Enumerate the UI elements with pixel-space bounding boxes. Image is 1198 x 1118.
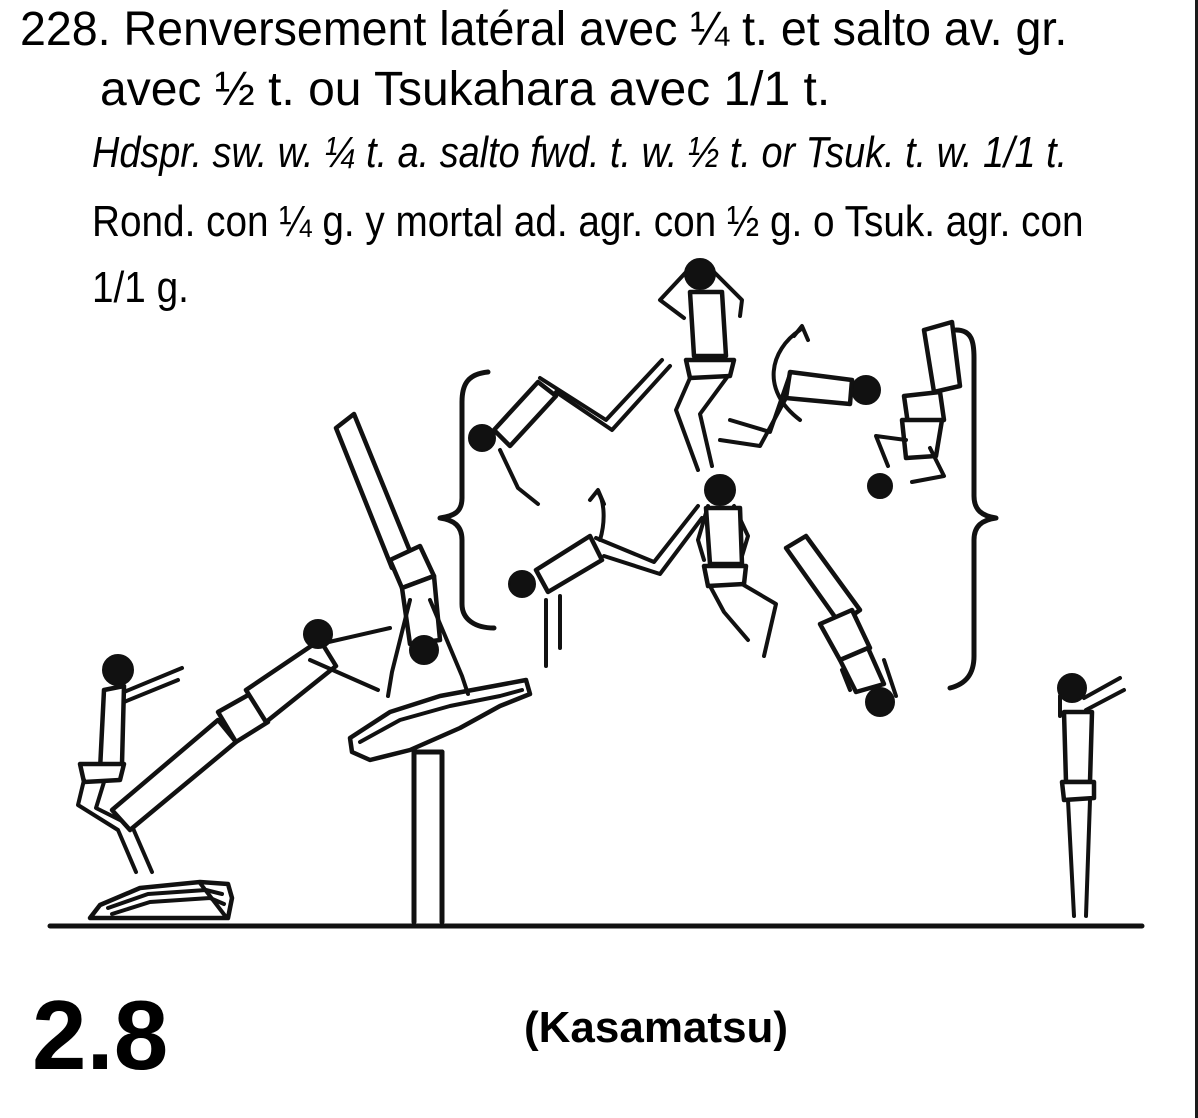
gymnast-figure-icon — [509, 490, 702, 666]
difficulty-value: 2.8 — [32, 986, 168, 1084]
gymnast-figure-icon — [660, 259, 742, 470]
springboard-icon — [90, 882, 232, 918]
gymnast-figure-icon — [720, 326, 880, 446]
gymnast-figure-icon — [698, 475, 776, 656]
gymnast-figure-icon — [112, 620, 390, 830]
gymnast-figure-icon — [469, 360, 670, 504]
gymnast-figure-icon — [868, 322, 960, 498]
vault-horse-icon — [350, 680, 530, 922]
gymnast-figure-icon — [786, 536, 896, 716]
element-name: (Kasamatsu) — [524, 1006, 788, 1050]
brace-icon — [440, 372, 494, 628]
gymnast-figure-icon — [1058, 674, 1124, 916]
gymnast-figure-icon — [336, 414, 468, 696]
